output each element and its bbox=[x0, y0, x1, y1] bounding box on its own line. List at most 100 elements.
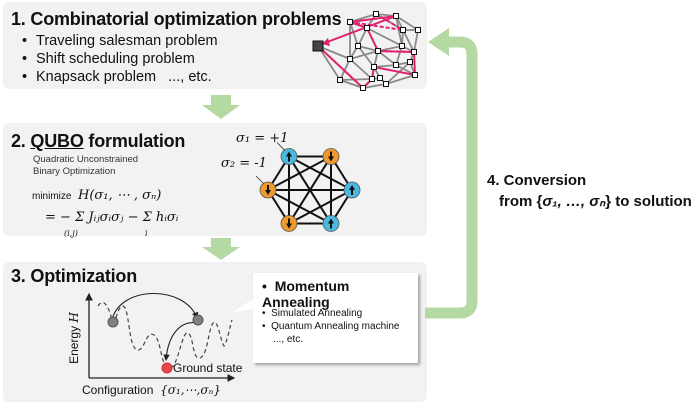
step3-title: 3. Optimization bbox=[11, 266, 138, 286]
city-node bbox=[383, 81, 389, 87]
graph-edge bbox=[357, 45, 379, 52]
tour-arrowhead bbox=[322, 38, 330, 46]
city-node bbox=[411, 49, 417, 55]
step4-title: 4. Conversion bbox=[487, 172, 587, 189]
x-axis-label: Configuration {σ₁,⋯,σₙ} bbox=[82, 383, 222, 397]
start-city-node bbox=[312, 40, 324, 52]
callout-list: • Simulated Annealing • Quantum Annealin… bbox=[262, 307, 399, 346]
down-arrow-icon bbox=[202, 95, 240, 119]
tour-edge bbox=[349, 15, 397, 23]
city-node bbox=[371, 64, 377, 70]
qubo-subtitle: Quadratic Unconstrained Binary Optimizat… bbox=[33, 154, 139, 177]
algorithm-callout: • Momentum Annealing • Simulated Anneali… bbox=[253, 273, 418, 363]
graph-edge bbox=[339, 58, 351, 81]
graph-edge bbox=[395, 15, 403, 47]
return-arrow-icon bbox=[425, 28, 478, 319]
graph-edge bbox=[385, 74, 416, 85]
graph-edge bbox=[339, 79, 364, 89]
callout-main-item: • Momentum Annealing bbox=[262, 278, 350, 310]
city-node bbox=[360, 85, 366, 91]
graph-edge bbox=[317, 45, 341, 81]
qubo-term: QUBO bbox=[30, 131, 84, 151]
city-node bbox=[393, 62, 399, 68]
minimize-label: minimize bbox=[32, 191, 72, 202]
transition-arrow bbox=[111, 292, 199, 321]
city-node bbox=[393, 13, 399, 19]
ising-spin-graph bbox=[255, 142, 361, 232]
spin-up-icon bbox=[328, 218, 334, 224]
tour-edge bbox=[317, 45, 364, 89]
tour-edge bbox=[377, 50, 415, 53]
city-node bbox=[375, 48, 381, 54]
tour-edge bbox=[373, 66, 416, 76]
city-node bbox=[373, 11, 379, 17]
graph-edge bbox=[385, 61, 411, 85]
city-node bbox=[412, 72, 418, 78]
coupling-edge bbox=[288, 189, 353, 225]
state-ball bbox=[192, 314, 204, 326]
graph-edge bbox=[339, 78, 373, 81]
city-node bbox=[347, 19, 353, 25]
tour-edge bbox=[413, 51, 416, 76]
callout-item: • Simulated Annealing bbox=[262, 308, 363, 319]
step1-title: 1. Combinatorial optimization problems bbox=[11, 9, 342, 29]
energy-curve bbox=[97, 301, 233, 369]
spin-down-icon bbox=[286, 223, 292, 229]
tour-edge bbox=[321, 15, 397, 45]
objective-function: H(σ₁, ⋯ , σₙ) bbox=[78, 188, 162, 203]
city-node bbox=[407, 59, 413, 65]
sum-index: i bbox=[145, 229, 148, 238]
spin-up-icon bbox=[286, 151, 292, 157]
graph-edge bbox=[362, 83, 387, 89]
tsp-graph-diagram bbox=[312, 11, 421, 91]
graph-edge bbox=[395, 45, 403, 66]
label-leader-line bbox=[255, 175, 265, 185]
callout-pointer bbox=[232, 298, 254, 313]
graph-edge bbox=[366, 27, 403, 47]
graph-edge bbox=[395, 64, 416, 76]
step2-panel: 2. QUBO formulation Quadratic Unconstrai… bbox=[3, 123, 427, 238]
spin-down-icon bbox=[265, 190, 271, 195]
sum-index: (i,j) bbox=[64, 229, 78, 238]
city-node bbox=[415, 27, 421, 33]
city-node bbox=[369, 76, 375, 82]
graph-edge bbox=[349, 21, 359, 47]
tour-edge bbox=[375, 13, 404, 31]
energy-landscape-plot bbox=[85, 292, 236, 382]
graph-edge bbox=[373, 64, 397, 68]
city-node bbox=[377, 75, 383, 81]
ground-state-label: Ground state bbox=[173, 361, 243, 375]
graph-edge bbox=[349, 58, 373, 80]
hamiltonian-expansion: = − Σ Jᵢⱼσᵢσⱼ − Σ hᵢσᵢ bbox=[45, 210, 179, 225]
city-node bbox=[347, 56, 353, 62]
label-leader-line bbox=[276, 142, 286, 151]
problem-item: Shift scheduling problem bbox=[22, 51, 195, 67]
spin-up-icon bbox=[349, 185, 355, 190]
spin-down-icon bbox=[328, 156, 334, 162]
graph-edge bbox=[395, 15, 419, 31]
coupling-edge bbox=[267, 155, 332, 191]
callout-item: • Quantum Annealing machine bbox=[262, 321, 400, 332]
callout-etc: ..., etc. bbox=[273, 334, 304, 345]
city-node bbox=[364, 25, 370, 31]
down-arrow-icon bbox=[202, 238, 240, 260]
sigma2-label: σ₂ = -1 bbox=[221, 156, 267, 171]
state-ball bbox=[107, 316, 119, 328]
coupling-edge bbox=[267, 189, 332, 225]
sigma1-label: σ₁ = +1 bbox=[236, 131, 289, 146]
graph-edge bbox=[402, 29, 415, 53]
y-axis-label: Energy H bbox=[66, 312, 81, 364]
graph-edge bbox=[413, 29, 419, 53]
tour-edge bbox=[349, 21, 404, 31]
step4-conversion: 4. Conversion from {σ₁, …, σₙ} to soluti… bbox=[487, 170, 692, 212]
problem-item: Traveling salesman problem bbox=[22, 33, 218, 49]
tour-edge bbox=[366, 27, 379, 52]
city-node bbox=[337, 77, 343, 83]
problem-item: Knapsack problem ..., etc. bbox=[22, 69, 212, 85]
city-node bbox=[400, 27, 406, 33]
graph-edge bbox=[357, 45, 375, 68]
step2-title: 2. QUBO formulation bbox=[11, 131, 186, 151]
step4-description: from {σ₁, …, σₙ} to solution bbox=[499, 193, 692, 210]
city-node bbox=[399, 43, 405, 49]
ground-state-ball bbox=[161, 362, 173, 374]
